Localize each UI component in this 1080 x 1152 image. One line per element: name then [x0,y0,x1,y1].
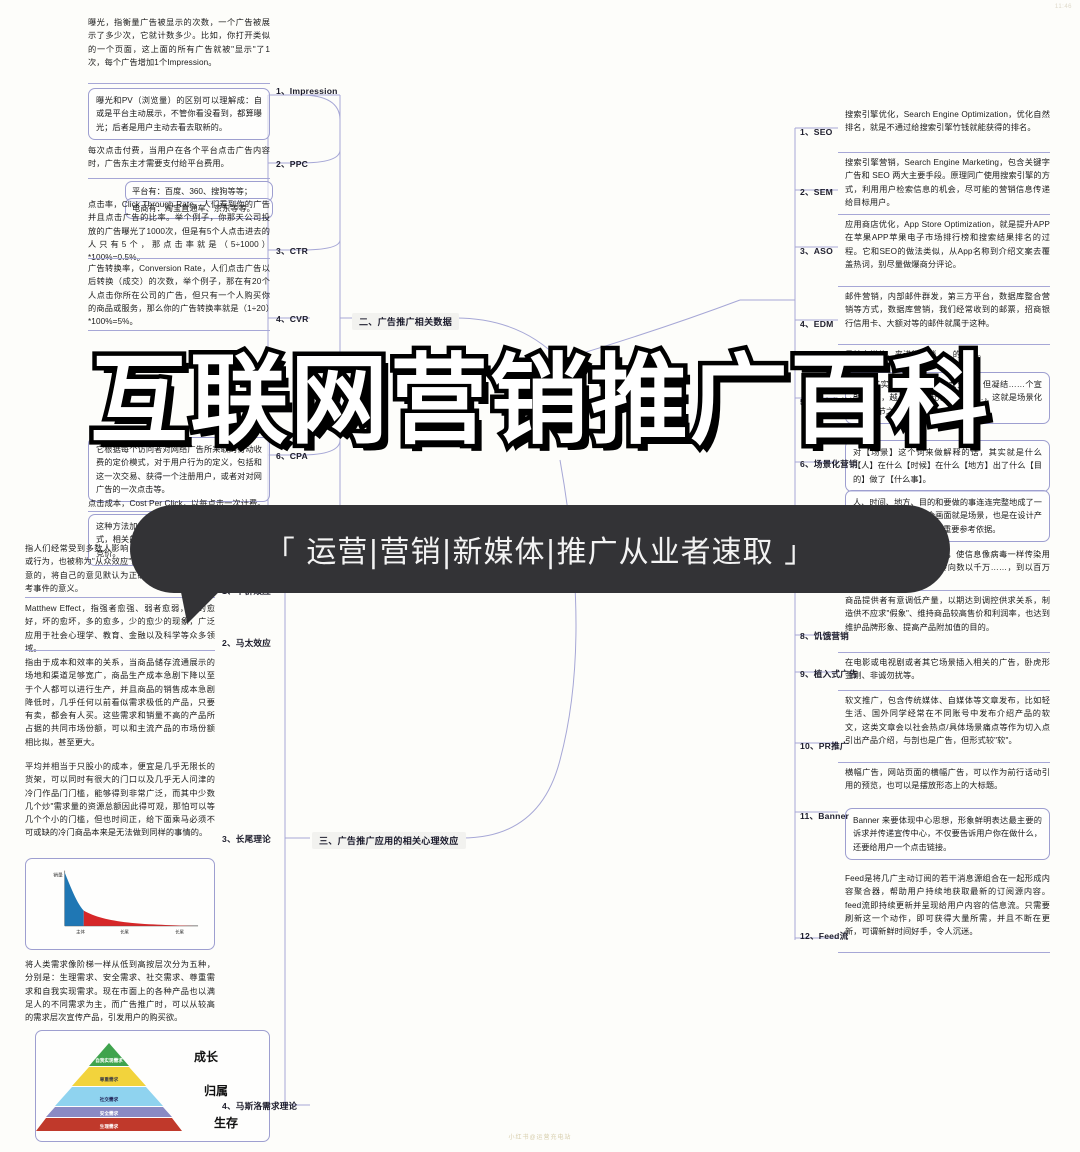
divider [838,952,1050,953]
note-banner: 横幅广告，网站页面的横幅广告，可以作为前行话动引用的预览，也可以是摆放形态上的大… [845,768,1050,791]
note-social-marketing: 最社交媒体，来进行推销……的行为。 [845,350,986,359]
longtail-xtick-3: 长尾 [175,928,184,935]
divider [88,330,270,331]
note-longtail-theory-2: 平均并相当于只股小的成本，便宜是几乎无限长的货架，可以同时有很大的门口以及几乎无… [25,762,215,838]
note-ctr: 点击率，Click Through Rate，人们看到你的广告并且点击广告的比率… [88,200,270,262]
page-title: 互联网营销推广百科 [85,344,992,458]
boxnote-banner: Banner 来要体现中心思想，形象鲜明表达最主要的诉求并传递宣传中心，不仅要告… [845,808,1050,860]
divider [838,690,1050,691]
divider [838,152,1050,153]
note-longtail-theory: 指由于成本和效率的关系，当商品储存流通展示的场地和渠道足够宽广，商品生产成本急剧… [25,658,215,747]
divider [838,590,1050,591]
divider [838,652,1050,653]
pyramid-level-5: 生理需求 [100,1123,119,1130]
boxnote-cpa: 它根据每个访问者对网络广告所采取的行动收费的定价模式，对于用户行为的定义，包括和… [88,437,270,503]
note-pr-promotion: 软文推广，包含传统媒体、自媒体等文章发布，比如轻生活、国外同学经常在不同账号中发… [845,696,1050,745]
note-seo: 搜索引擎优化，Search Engine Optimization，优化自然排名… [845,110,1050,133]
boxnote-scenario-marketing: 对【场景】这个词来做解释的话，其实就是什么【人】在什么【时候】在什么【地方】出了… [845,440,1050,492]
branch-label-impression[interactable]: 1、Impression [276,86,338,96]
maslow-pyramid: 自我实现需求 尊重需求 社交需求 安全需求 生理需求 成长 归属 生存 [36,1043,238,1131]
ppc-ecom-line: 电商有：淘宝直通车、京东等等。 [132,204,255,213]
status-mark: 11:46 [1054,4,1072,10]
branch-label-matthew-effect[interactable]: 2、马太效应 [222,638,271,648]
pyramid-level-1: 自我实现需求 [95,1057,123,1064]
note-sem: 搜索引擎营销，Search Engine Marketing，包含关键字广告和 … [845,158,1050,207]
longtail-xtick-1: 主体 [76,928,85,935]
branch-label-ppc[interactable]: 2、PPC [276,159,309,169]
pyramid-level-3: 社交需求 [99,1096,119,1103]
branch-label-cvr[interactable]: 4、CVR [276,314,309,324]
branch-label-edm[interactable]: 4、EDM [800,319,834,329]
note-cvr: 广告转换率，Conversion Rate，人们点击广告以后转换（成交）的次数，… [88,264,270,327]
note-edm: 邮件营销，内部邮件群发，第三方平台，数据库整合营销等方式，数据库营销，我们经常收… [845,292,1050,328]
speech-bubble-text: 「 运营|营销|新媒体|推广从业者速取 」 [264,535,816,570]
branch-label-product-placement[interactable]: 9、植入式广告 [800,669,858,679]
divider [25,597,215,598]
boxnote-impression-pv: 曝光和PV（浏览量）的区别可以理解成：自或是平台主动展示，不管你看没看到，都算曝… [88,88,270,140]
divider [838,344,1050,345]
boxnote-ppc-ecom: 电商有：淘宝直通车、京东等等。 [125,198,273,220]
center-label-psych-branch[interactable]: 三、广告推广应用的相关心理效应 [312,832,466,849]
branch-label-sem[interactable]: 2、SEM [800,187,833,197]
branch-label-scenario-marketing[interactable]: 6、场景化营销 [800,459,858,469]
divider [88,178,270,179]
longtail-ylabel: 销量 [53,871,63,878]
divider [838,286,1050,287]
branch-label-hunger-marketing[interactable]: 8、饥饿营销 [800,631,849,641]
pyramid-level-2: 尊重需求 [100,1076,119,1083]
center-label-data-branch[interactable]: 二、广告推广相关数据 [352,313,460,330]
branch-label-maslow[interactable]: 4、马斯洛需求理论 [222,1101,298,1111]
pyramid-level-4: 安全需求 [100,1110,119,1117]
branch-label-social-marketing[interactable]: 5、社会化营销 [800,397,858,407]
branch-label-aso[interactable]: 3、ASO [800,246,833,256]
note-cpc: 点击成本，Cost Per Click，以每点击一次计费。 [88,499,266,508]
branch-label-pr-promotion[interactable]: 10、PR推广 [800,741,849,751]
longtail-chart: 销量 主体 长尾 长尾 [53,870,199,935]
divider [838,762,1050,763]
pyramid-side-growth: 成长 [194,1049,219,1064]
divider [88,83,270,84]
pyramid-side-survival: 生存 [214,1115,238,1130]
longtail-chart-box: 销量 主体 长尾 长尾 [25,858,215,950]
ppc-platform-line1: 平台有：百度、360、搜狗等等； [132,187,253,196]
divider [88,258,270,259]
longtail-xtick-2: 长尾 [120,928,129,935]
note-impression: 曝光，指衡量广告被显示的次数，一个广告被展示了多少次，它就计数多少。比如，你打开… [88,18,270,67]
pyramid-side-belonging: 归属 [204,1083,228,1098]
branch-label-seo[interactable]: 1、SEO [800,127,833,137]
branch-label-longtail-theory[interactable]: 3、长尾理论 [222,834,271,844]
branch-label-cpa[interactable]: 6、CPA [276,451,308,461]
note-hunger-marketing: 商品提供者有意调低产量，以期达到调控供求关系，制造供不应求"假象"、维持商品较高… [845,596,1050,632]
speech-bubble: 「 运营|营销|新媒体|推广从业者速取 」 [130,505,950,593]
note-product-placement: 在电影或电视剧或者其它场景插入相关的广告，卧虎形金刚、非诚勿扰等。 [845,658,1050,681]
divider [838,214,1050,215]
branch-label-feed-stream[interactable]: 12、Feed流 [800,931,849,941]
branch-label-ctr[interactable]: 3、CTR [276,246,309,256]
maslow-pyramid-box: 自我实现需求 尊重需求 社交需求 安全需求 生理需求 成长 归属 生存 [35,1030,270,1142]
watermark: 小红书@运营充电站 [508,1135,572,1141]
note-ppc: 每次点击付费，当用户在各个平台点击广告内容时，广告东主才需要支付给平台费用。 [88,146,270,169]
note-aso: 应用商店优化，App Store Optimization，就是提升APP在苹果… [845,220,1050,269]
divider [25,650,215,651]
boxnote-social-marketing: …… 其实代表的意……向女生向，但凝结……个宣融信包"，越……所带比仅仅例"……… [845,372,1050,424]
note-maslow: 将人类需求像阶梯一样从低到高按层次分为五种，分别是：生理需求、安全需求、社交需求… [25,960,215,1023]
note-herd-effect: 指人们经常受到多数人影响，从而跟从大众的思想或行为，也被称为"从众效应"。人们会… [25,544,215,593]
branch-label-banner[interactable]: 11、Banner [800,811,850,821]
note-matthew-effect: Matthew Effect，指强者愈强、弱者愈弱，好的愈好，坏的愈坏，多的愈多… [25,604,215,653]
note-feed-stream: Feed是将几广主动订阅的若干消息源组合在一起形成内容聚合器，帮助用户持续地获取… [845,874,1050,937]
